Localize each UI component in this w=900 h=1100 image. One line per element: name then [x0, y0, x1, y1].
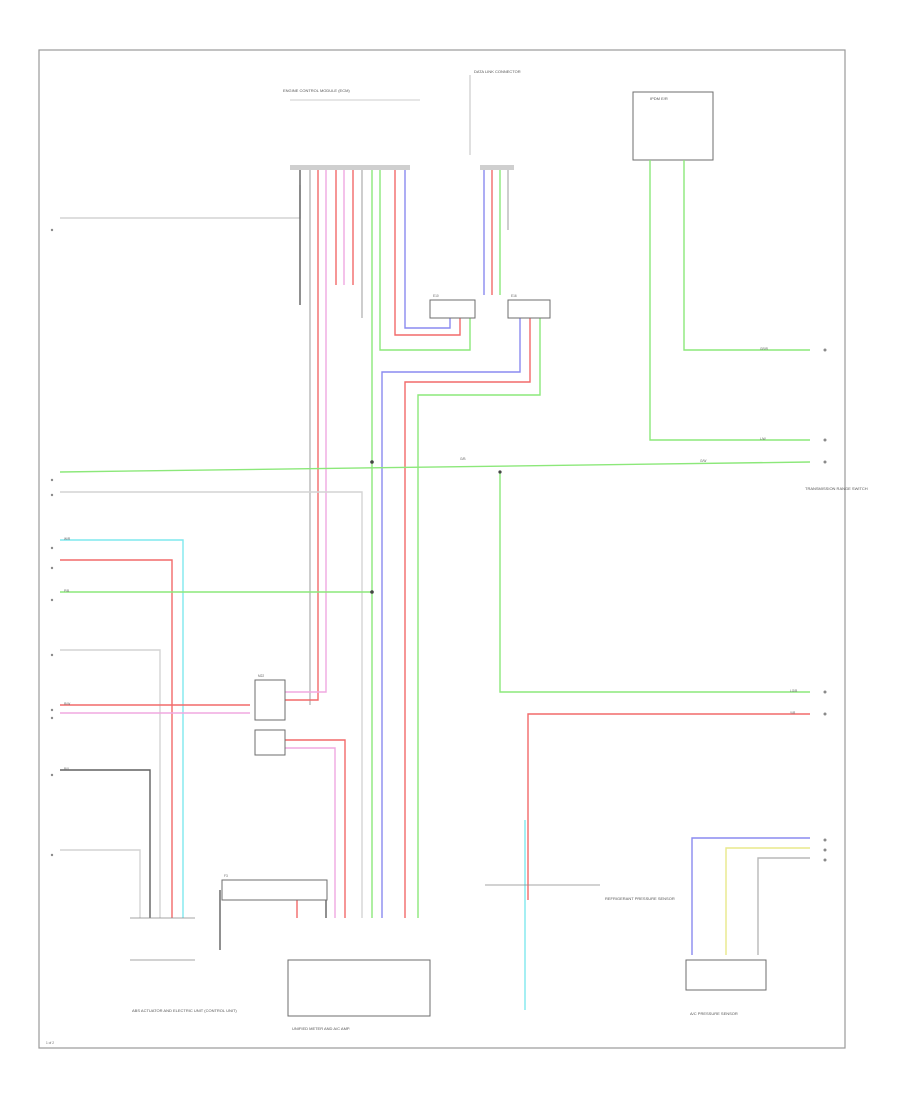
wire-code: W/R — [64, 537, 71, 541]
connector-codes: E10 E16 M22 F3 — [224, 294, 517, 878]
connector-blocks — [221, 165, 551, 901]
abs-label: ABS ACTUATOR AND ELECTRIC UNIT (CONTROL … — [132, 1008, 237, 1013]
diagram-frame — [38, 49, 846, 1049]
wire-code-labels: GR/R L/W G/B W/R P/B LG/B Y/R R/W G/W B/… — [64, 347, 797, 771]
unified-meter: UNIFIED METER AND A/C AMP. — [287, 959, 431, 1031]
left-terminals — [50, 228, 54, 857]
connector-code: E10 — [433, 294, 439, 298]
ipdm-box: IPDM E/R — [632, 91, 714, 161]
data-link-connector: DATA LINK CONNECTOR — [469, 69, 521, 155]
ipdm-label: IPDM E/R — [650, 96, 668, 101]
page-reference: 1 of 2 — [46, 1041, 54, 1045]
refrigerant-label: REFRIGERANT PRESSURE SENSOR — [605, 896, 675, 901]
wire-code: L/W — [760, 437, 766, 441]
refrigerant-pressure: REFRIGERANT PRESSURE SENSOR — [485, 884, 675, 901]
splice-points — [370, 460, 502, 594]
wire-code: LG/B — [790, 689, 797, 693]
wire-code: G/B — [460, 457, 466, 461]
wire-code: G/W — [700, 459, 706, 463]
right-terminals: TRANSMISSION RANGE SWITCH — [805, 348, 868, 862]
pressure-sensor: A/C PRESSURE SENSOR — [685, 959, 767, 1016]
wire-code: GR/R — [760, 347, 769, 351]
connector-code: F3 — [224, 874, 228, 878]
ecm-right-label: TRANSMISSION RANGE SWITCH — [805, 486, 868, 491]
wire-code: B/Y — [64, 767, 70, 771]
pressure-sensor-label: A/C PRESSURE SENSOR — [690, 1011, 738, 1016]
wire-bundle — [59, 160, 811, 1010]
abs-actuator: ABS ACTUATOR AND ELECTRIC UNIT (CONTROL … — [130, 917, 237, 1013]
wire-code: Y/R — [790, 711, 796, 715]
connector-code: E16 — [511, 294, 517, 298]
wire-code: R/W — [64, 702, 70, 706]
ecm-connector-top: ENGINE CONTROL MODULE (ECM) — [283, 88, 420, 101]
unified-meter-label: UNIFIED METER AND A/C AMP. — [292, 1026, 350, 1031]
connector-code: M22 — [258, 674, 264, 678]
wire-code: P/B — [64, 589, 69, 593]
ecm-label: ENGINE CONTROL MODULE (ECM) — [283, 88, 350, 93]
data-link-label: DATA LINK CONNECTOR — [474, 69, 521, 74]
